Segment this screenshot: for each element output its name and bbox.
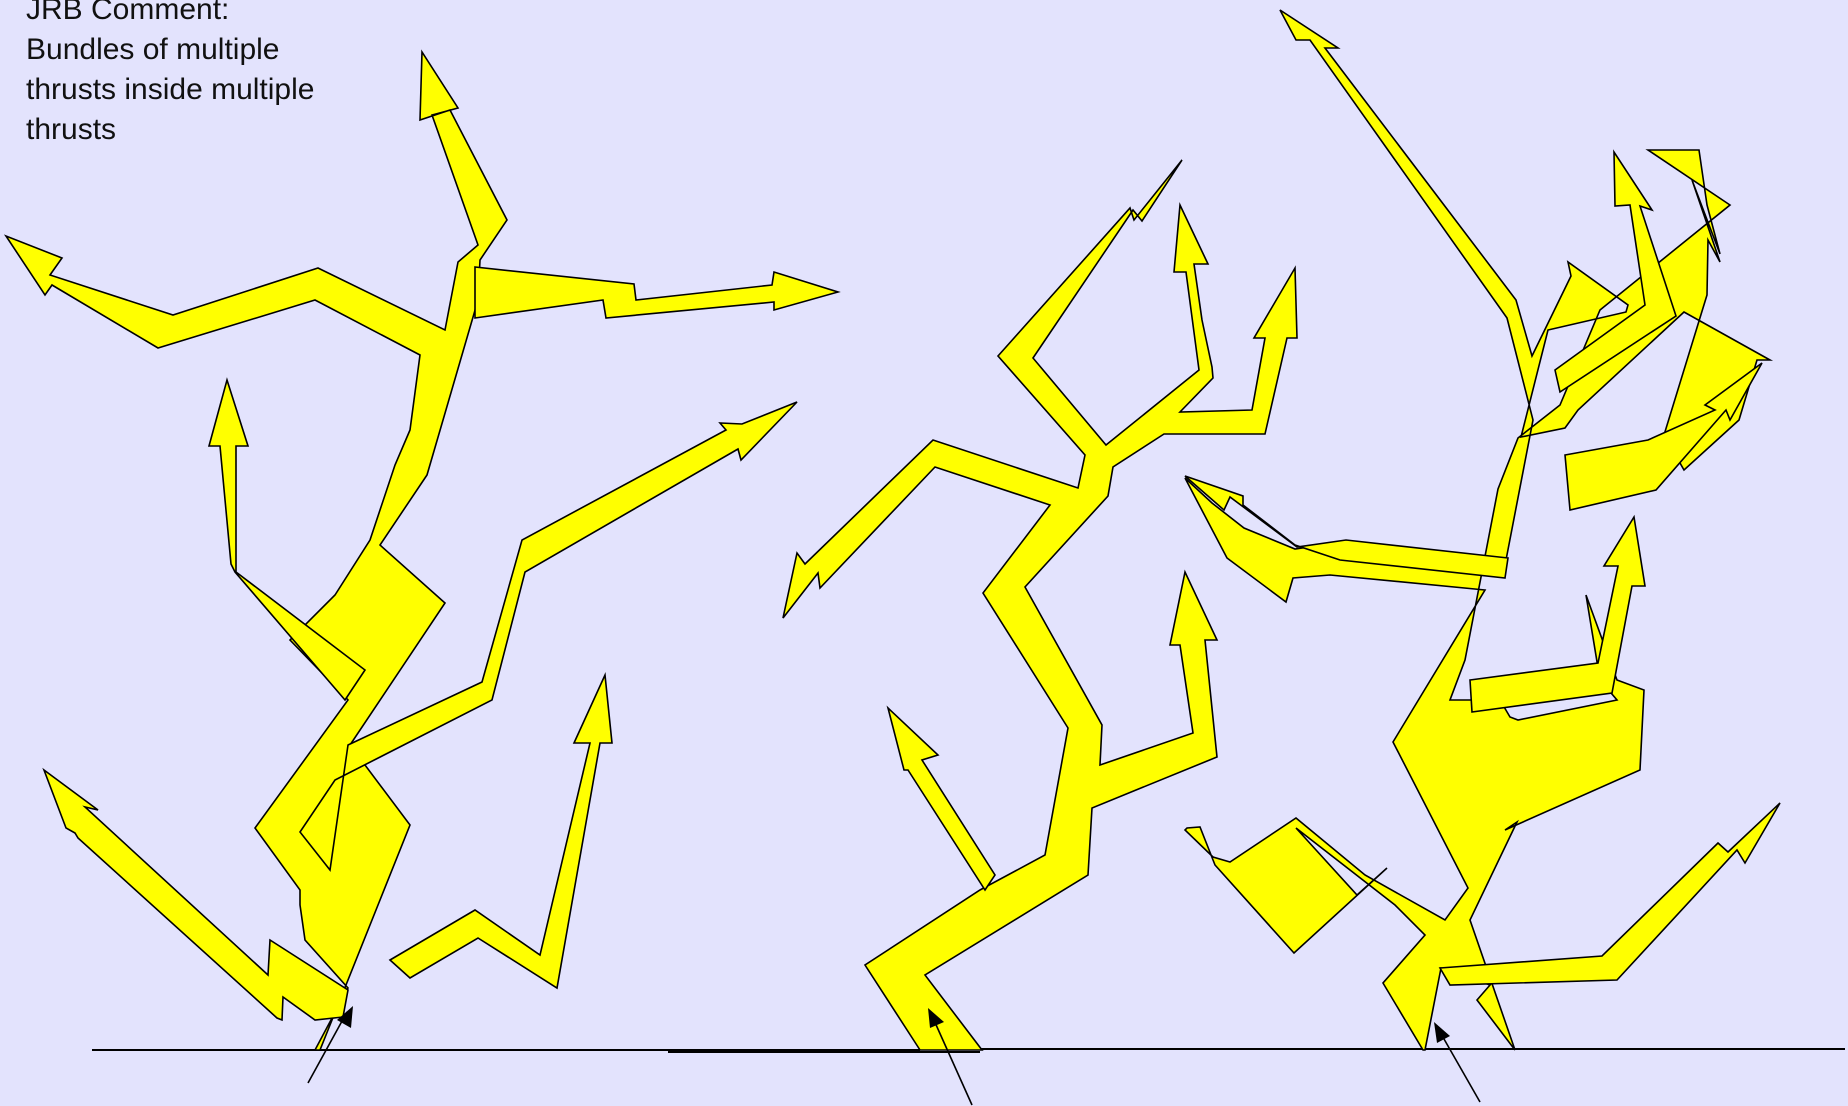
left-upper-branch <box>475 267 838 318</box>
right-pointer-arrow <box>1434 1022 1480 1102</box>
left-vertical-branch <box>209 380 365 700</box>
left-main-trunk <box>6 52 507 1050</box>
left-bundle <box>6 52 838 1050</box>
middle-main-trunk <box>783 160 1297 1050</box>
middle-lower-left-branch <box>888 708 995 890</box>
right-bundle <box>1185 10 1780 1050</box>
middle-bundle <box>783 160 1297 1050</box>
ground-pointers <box>308 1006 1480 1105</box>
